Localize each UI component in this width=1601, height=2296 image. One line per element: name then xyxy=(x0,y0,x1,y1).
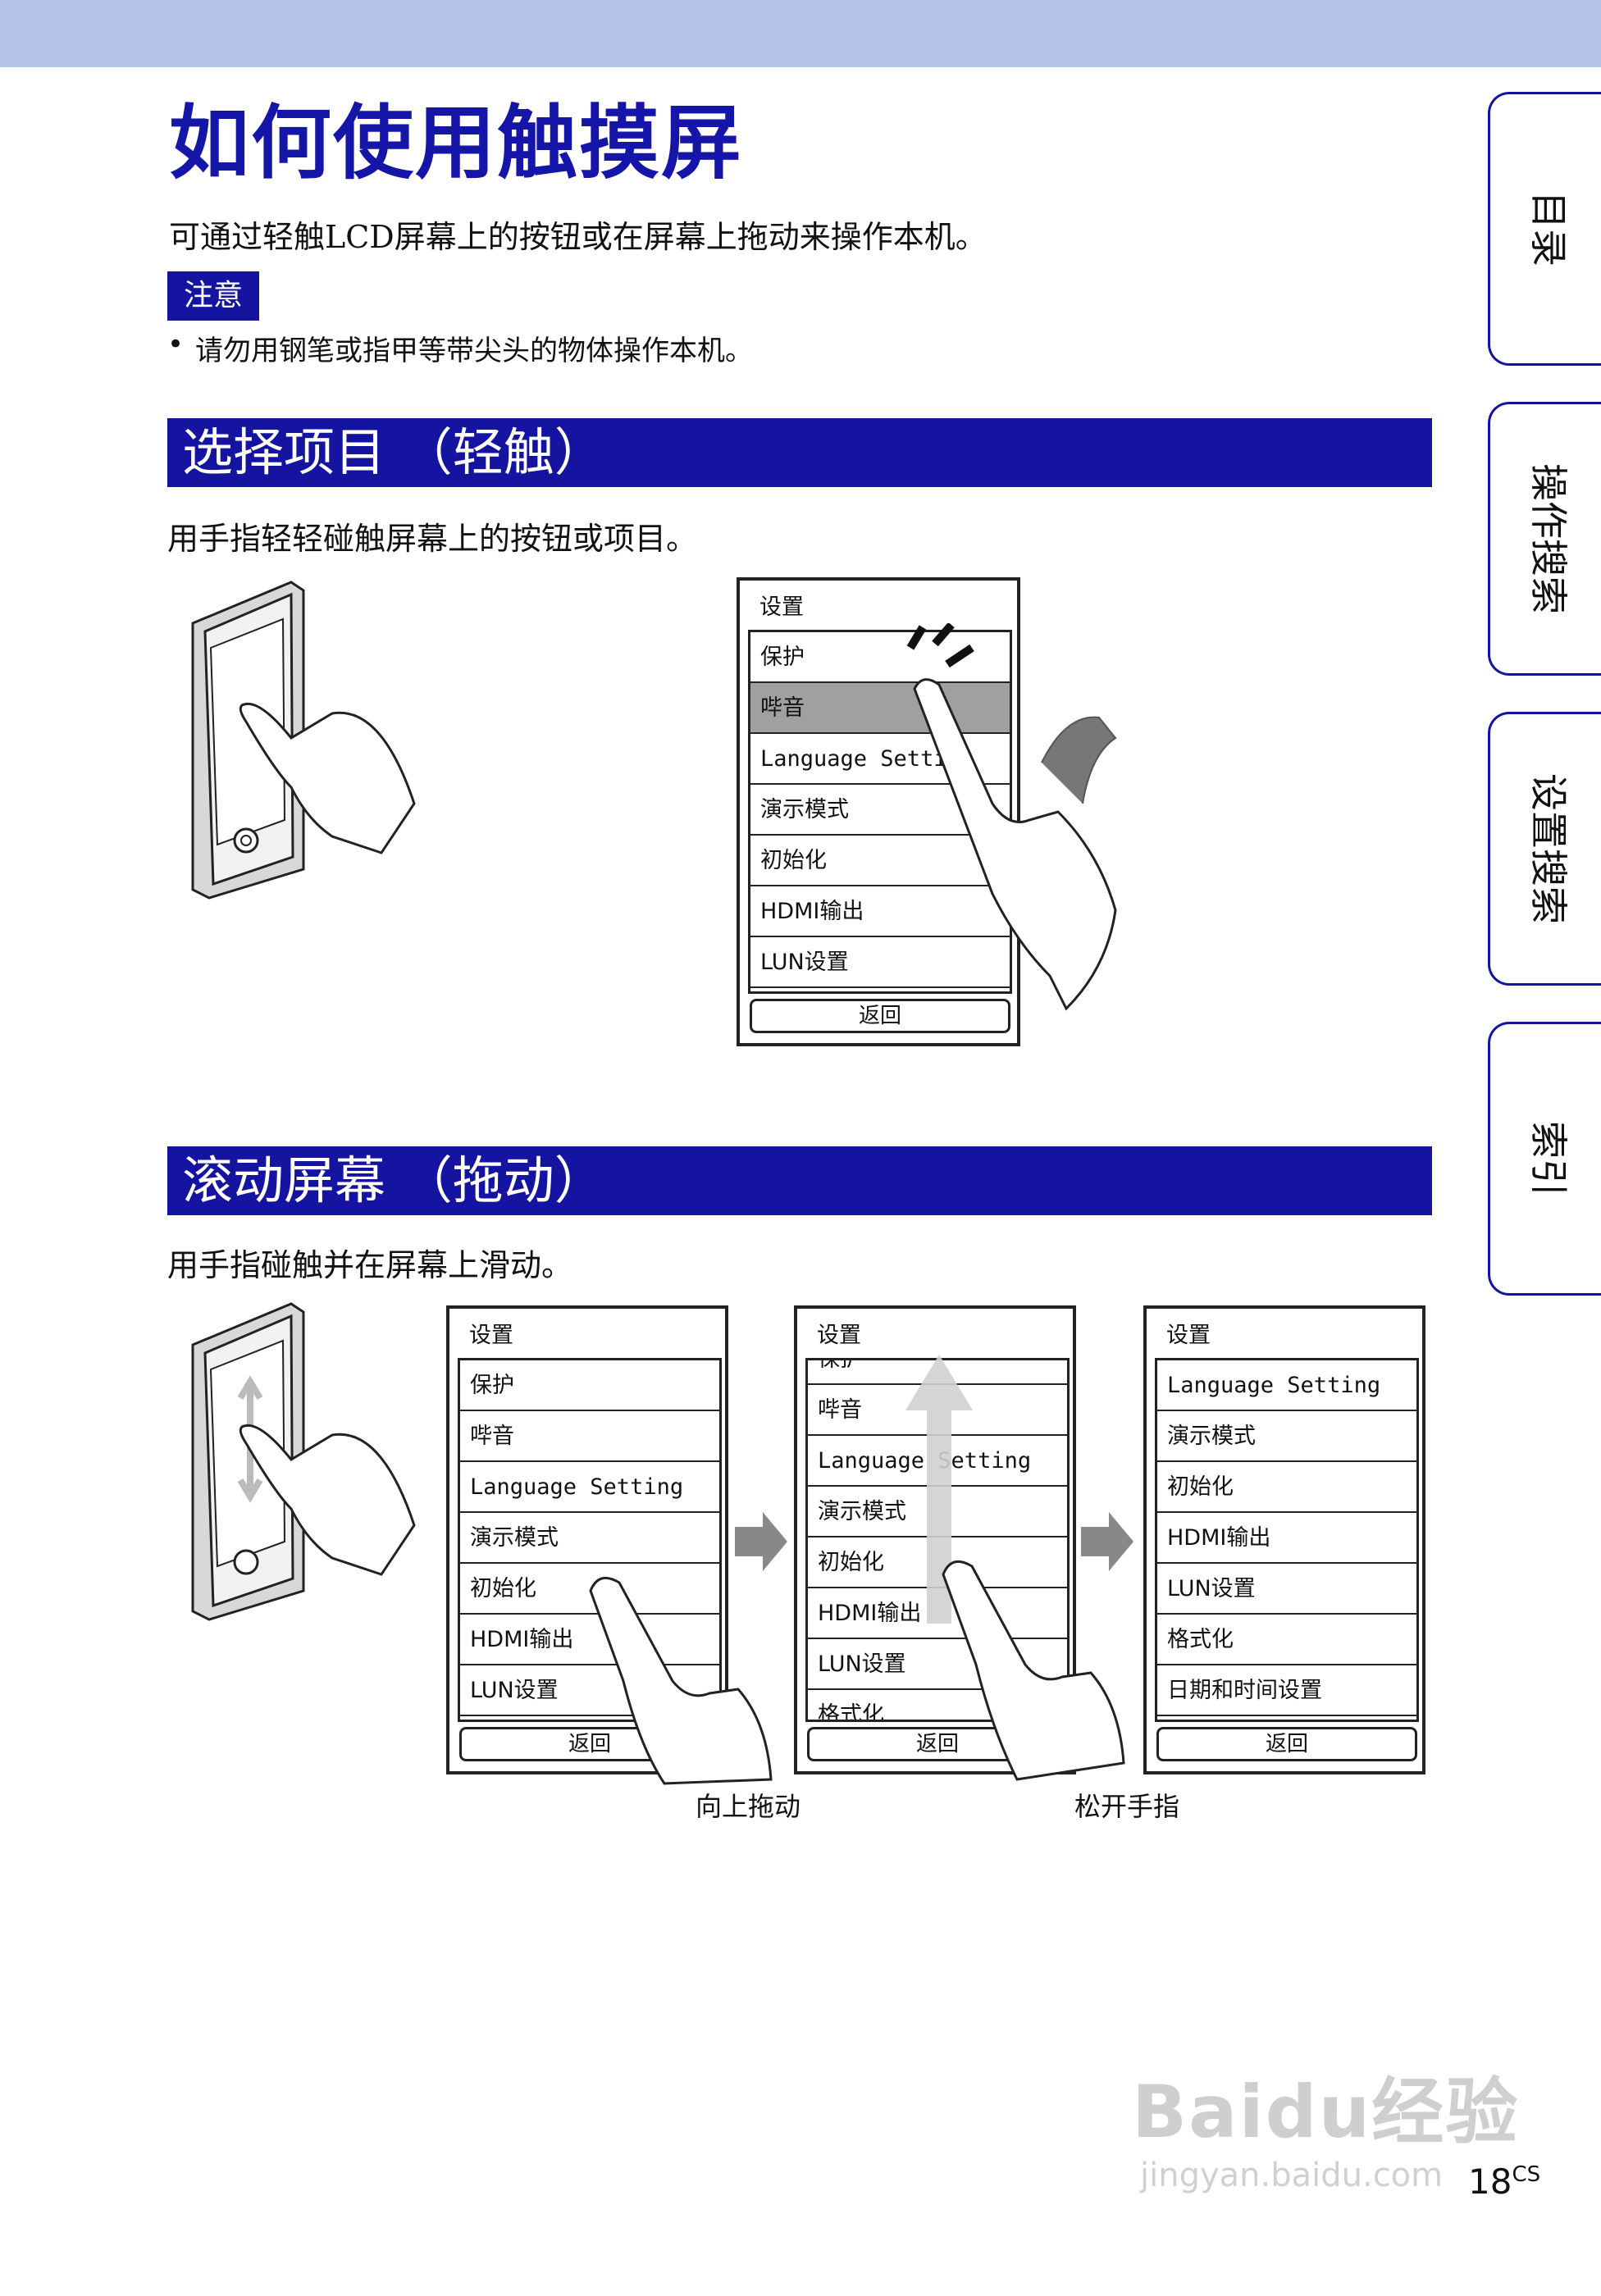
tab-toc[interactable]: 目录 xyxy=(1488,92,1601,366)
caption-release: 松开手指 xyxy=(1074,1791,1180,1822)
screen-title: 设置 xyxy=(759,594,804,620)
list-item[interactable]: Language Setting xyxy=(460,1462,719,1513)
section-drag-text: 用手指碰触并在屏幕上滑动。 xyxy=(167,1247,573,1283)
settings-list: 保护 哔音 Language Setting 演示模式 初始化 HDMI输出 L… xyxy=(458,1358,722,1722)
list-item[interactable]: 演示模式 xyxy=(1157,1411,1416,1462)
list-item-selected[interactable]: 哔音 xyxy=(750,683,1010,734)
tab-label: 设置搜索 xyxy=(1526,773,1571,924)
note-text: 请勿用钢笔或指甲等带尖头的物体操作本机。 xyxy=(195,335,753,367)
tab-label: 索引 xyxy=(1526,1121,1571,1196)
section-heading-drag: 滚动屏幕 （拖动） xyxy=(167,1146,1432,1215)
intro-text: 可通过轻触LCD屏幕上的按钮或在屏幕上拖动来操作本机。 xyxy=(169,219,987,255)
tab-label: 目录 xyxy=(1526,191,1571,266)
finger-drag-illustration xyxy=(942,1560,1125,1781)
list-item[interactable]: 日期和时间设置 xyxy=(1157,1665,1416,1716)
back-button[interactable]: 返回 xyxy=(750,999,1010,1033)
tab-settings-search[interactable]: 设置搜索 xyxy=(1488,712,1601,986)
list-item[interactable]: Language Setting xyxy=(808,1436,1067,1487)
list-item[interactable]: Language Setting xyxy=(1157,1360,1416,1411)
page-title: 如何使用触摸屏 xyxy=(169,97,744,190)
list-item[interactable]: 演示模式 xyxy=(460,1513,719,1564)
list-item[interactable]: HDMI输出 xyxy=(750,886,1010,937)
caption-drag-up: 向上拖动 xyxy=(696,1791,801,1822)
page-number: 18CS xyxy=(1468,2162,1540,2202)
list-item[interactable]: 哔音 xyxy=(460,1411,719,1462)
screen-title: 设置 xyxy=(817,1323,861,1348)
list-item[interactable]: LUN设置 xyxy=(750,937,1010,988)
tab-index[interactable]: 索引 xyxy=(1488,1022,1601,1296)
list-item[interactable]: LUN设置 xyxy=(1157,1564,1416,1615)
page-number-value: 18 xyxy=(1468,2162,1512,2202)
watermark-brand: Baidu经验 xyxy=(1132,2070,1520,2154)
arrow-right-icon xyxy=(735,1512,787,1571)
tab-label: 操作搜索 xyxy=(1526,463,1571,614)
page-suffix: CS xyxy=(1512,2162,1541,2187)
list-item[interactable]: HDMI输出 xyxy=(1157,1513,1416,1564)
list-item[interactable]: 初始化 xyxy=(460,1564,719,1615)
drag-screen-after: 设置 Language Setting 演示模式 初始化 HDMI输出 LUN设… xyxy=(1143,1305,1425,1774)
list-item[interactable]: 初始化 xyxy=(750,836,1010,886)
finger-drag-illustration xyxy=(589,1576,773,1785)
screen-title: 设置 xyxy=(1166,1323,1211,1348)
tab-operation-search[interactable]: 操作搜索 xyxy=(1488,402,1601,676)
watermark-url: jingyan.baidu.com xyxy=(1140,2157,1444,2194)
list-item[interactable]: 保护 xyxy=(750,632,1010,683)
note-badge: 注意 xyxy=(167,271,259,321)
list-item[interactable]: 格式化 xyxy=(808,1690,1067,1720)
list-item[interactable]: 初始化 xyxy=(1157,1462,1416,1513)
note-bullet: • xyxy=(167,328,185,361)
settings-list: Language Setting 演示模式 初始化 HDMI输出 LUN设置 格… xyxy=(1155,1358,1419,1722)
top-banner xyxy=(0,0,1601,67)
screen-title: 设置 xyxy=(469,1323,513,1348)
arrow-right-icon xyxy=(1081,1512,1133,1571)
camera-drag-illustration xyxy=(191,1302,416,1621)
list-item[interactable]: LUN设置 xyxy=(808,1639,1067,1690)
finger-tap-illustration xyxy=(906,623,1117,1011)
list-item[interactable]: LUN设置 xyxy=(460,1665,719,1716)
arrow-up-icon xyxy=(905,1355,973,1624)
section-tap-text: 用手指轻轻碰触屏幕上的按钮或项目。 xyxy=(167,521,698,557)
list-item[interactable]: HDMI输出 xyxy=(808,1588,1067,1639)
back-button[interactable]: 返回 xyxy=(1156,1727,1417,1761)
list-item[interactable]: 格式化 xyxy=(1157,1615,1416,1665)
section-heading-tap: 选择项目 （轻触） xyxy=(167,418,1432,487)
list-item[interactable]: HDMI输出 xyxy=(460,1615,719,1665)
list-item[interactable]: 演示模式 xyxy=(750,785,1010,836)
list-item[interactable]: 保护 xyxy=(460,1360,719,1411)
list-item[interactable]: 演示模式 xyxy=(808,1487,1067,1538)
camera-tap-illustration xyxy=(191,581,416,900)
